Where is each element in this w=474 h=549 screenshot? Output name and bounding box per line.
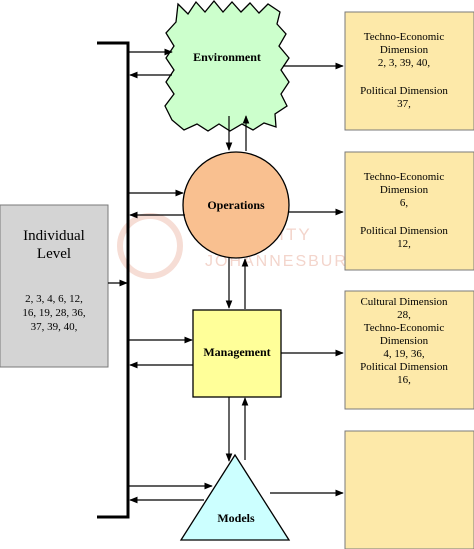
environment-node: Environment xyxy=(164,0,290,132)
models-node: Models xyxy=(179,453,291,541)
operations-label: Operations xyxy=(207,198,265,212)
dimension-box-2-line1: Techno-Economic xyxy=(364,171,445,183)
dimension-box-3-line2: 28, xyxy=(397,309,411,321)
dimension-box-3-line6: Political Dimension xyxy=(360,361,448,373)
individual-title-line1: Individual xyxy=(23,228,85,244)
dimension-box-1-line3: 2, 3, 39, 40, xyxy=(378,57,431,69)
individual-refs-line2: 16, 19, 28, 36, xyxy=(22,307,86,319)
environment-label: Environment xyxy=(193,50,261,64)
dimension-box-3-line3: Techno-Economic xyxy=(364,322,445,334)
dimension-box-2-line5: Political Dimension xyxy=(360,225,448,237)
bracket xyxy=(97,41,130,519)
operations-node: Operations xyxy=(182,151,290,259)
environment-cloud-shape xyxy=(164,0,290,132)
individual-refs-line3: 37, 39, 40, xyxy=(31,321,78,333)
dimension-box-2: Techno-Economic Dimension 6, Political D… xyxy=(344,151,474,271)
dimension-box-2-line2: Dimension xyxy=(380,184,429,196)
dimension-box-3-line1: Cultural Dimension xyxy=(360,296,448,308)
dimension-box-1: Techno-Economic Dimension 2, 3, 39, 40, … xyxy=(344,11,474,131)
dimension-box-2-line6: 12, xyxy=(397,238,411,250)
dimension-box-3-line4: Dimension xyxy=(380,335,429,347)
dimension-box-3-line7: 16, xyxy=(397,374,411,386)
dimension-box-1-line6: 37, xyxy=(397,98,411,110)
models-label: Models xyxy=(217,511,255,525)
dimension-box-3: Cultural Dimension 28, Techno-Economic D… xyxy=(344,290,474,410)
dimension-box-1-line5: Political Dimension xyxy=(360,85,448,97)
individual-level-box: Individual Level 2, 3, 4, 6, 12, 16, 19,… xyxy=(0,204,109,368)
individual-title-line2: Level xyxy=(37,246,71,262)
management-node: Management xyxy=(192,309,282,398)
dimension-box-1-line1: Techno-Economic xyxy=(364,31,445,43)
dimension-box-3-line5: 4, 19, 36, xyxy=(383,348,425,360)
individual-refs-line1: 2, 3, 4, 6, 12, xyxy=(25,293,83,305)
arrows xyxy=(129,48,344,504)
dimension-box-1-line2: Dimension xyxy=(380,44,429,56)
dimension-box-2-line3: 6, xyxy=(400,197,409,209)
management-label: Management xyxy=(203,345,270,359)
dimension-box-4 xyxy=(344,430,474,549)
